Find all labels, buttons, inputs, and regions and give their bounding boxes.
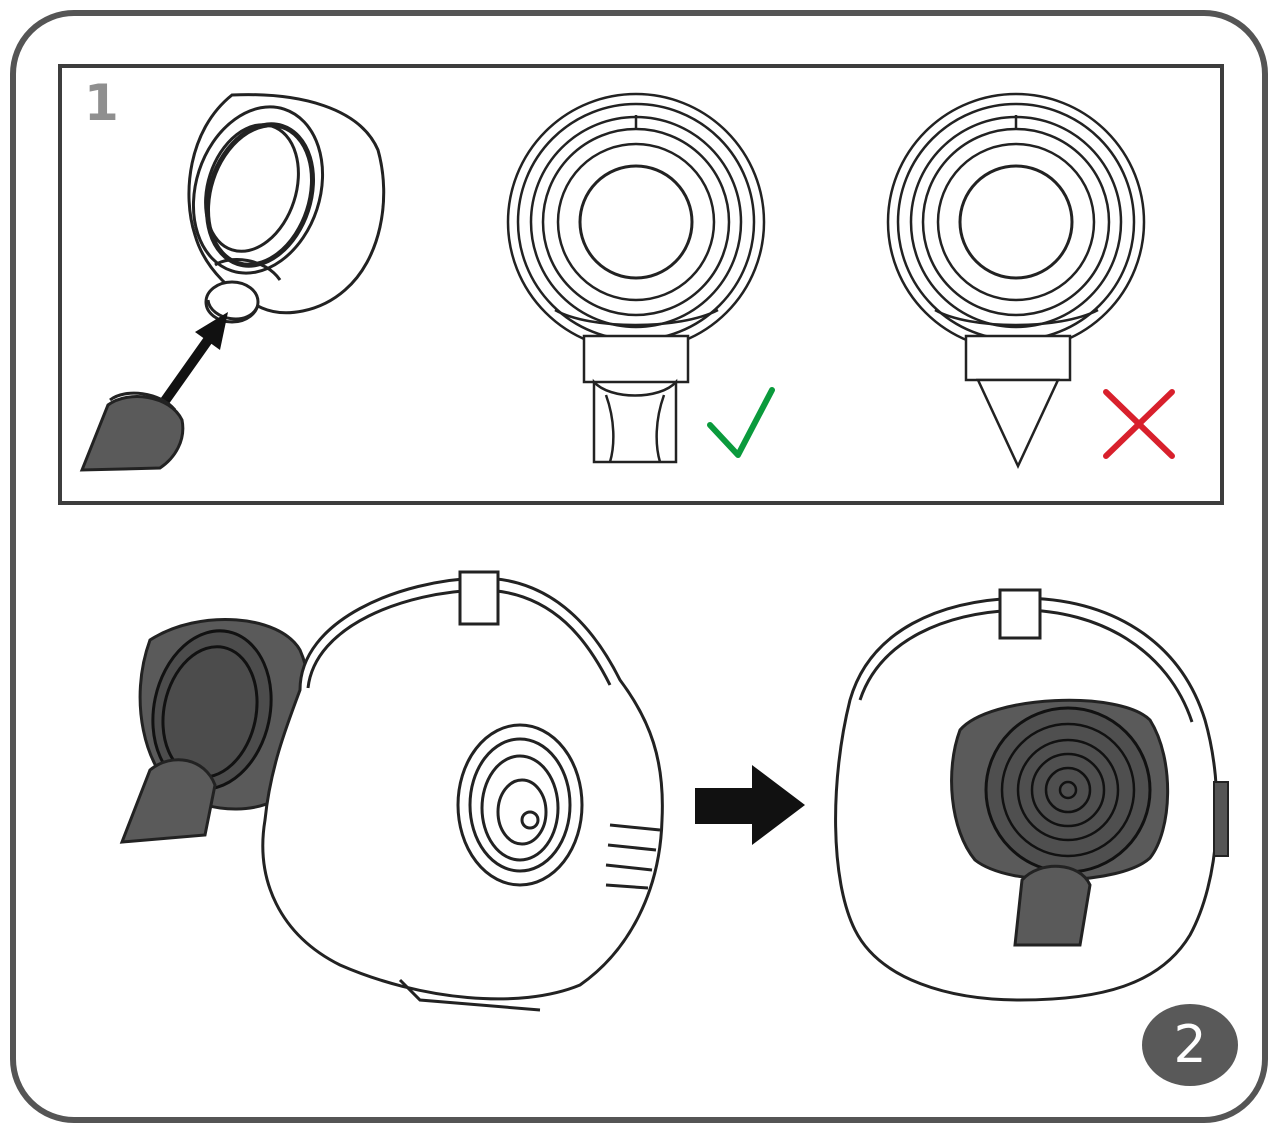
step1-panel	[58, 64, 1224, 505]
incorrect-fitting-ring	[886, 92, 1146, 469]
breast-shield-left	[261, 570, 664, 1012]
step1-cushion	[187, 93, 386, 324]
outer-frame	[10, 10, 1268, 1123]
breast-shield-right	[834, 588, 1229, 1002]
correct-fitting-ring	[506, 92, 766, 464]
cross-icon	[1103, 389, 1175, 459]
step1-number: 1	[84, 74, 119, 132]
step1-valve	[79, 391, 185, 472]
block-arrow-icon	[695, 765, 805, 845]
checkmark-icon	[707, 387, 775, 458]
step2-badge: 2	[1142, 1004, 1238, 1086]
